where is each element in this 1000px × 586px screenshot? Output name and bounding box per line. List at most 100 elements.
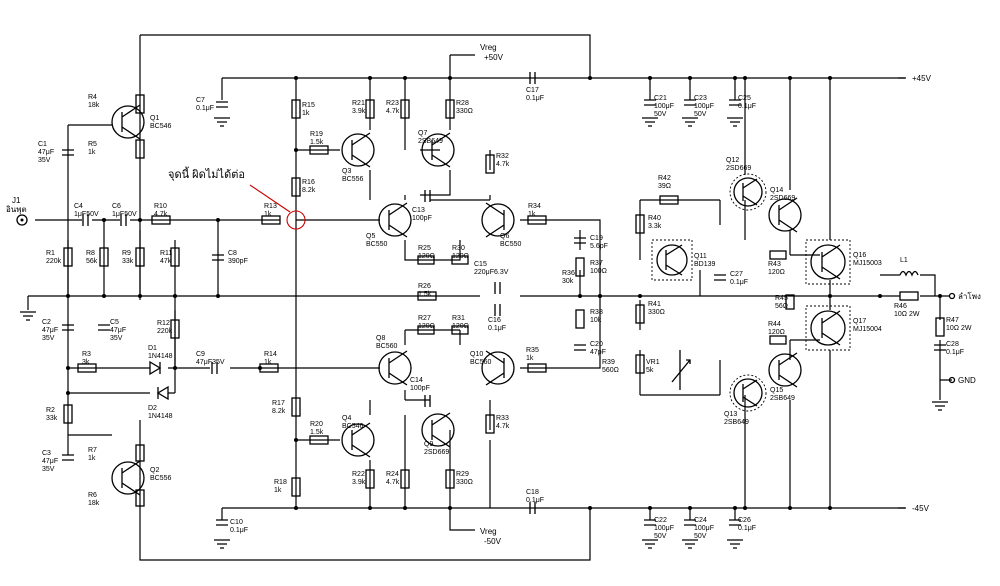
label-r12-value: 220k: [157, 328, 173, 335]
label-r10-value: 4.7k: [154, 211, 168, 218]
label-r31-ref: R31: [452, 315, 465, 322]
label-r6-ref: R6: [88, 492, 97, 499]
label-c9-value: 47μF35V: [196, 359, 225, 366]
label-vr1-value: 5k: [646, 367, 654, 374]
label-r5-value: 1k: [88, 149, 96, 156]
label-r38-value: 10k: [590, 317, 602, 324]
label-c2-value: 47μF: [42, 327, 58, 334]
label-r37-value: 100Ω: [590, 268, 607, 275]
label-q5-value: BC550: [366, 241, 388, 248]
label-r44-value: 120Ω: [768, 329, 785, 336]
label-q13-ref: Q13: [724, 411, 737, 418]
label-l1-ref: L1: [900, 257, 908, 264]
label-c26-value: 0.1μF: [738, 525, 756, 532]
label-r39-ref: R39: [602, 359, 615, 366]
label-r46-ref: R46: [894, 303, 907, 310]
label-r1-ref: R1: [46, 250, 55, 257]
label-c1-ref: C1: [38, 141, 47, 148]
label-r29-ref: R29: [456, 471, 469, 478]
resistor-symbols: [63, 94, 945, 507]
label-r8-ref: R8: [86, 250, 95, 257]
label-c19-ref: C19: [590, 235, 603, 242]
label-r42-value: 39Ω: [658, 183, 671, 190]
label-r5-ref: R5: [88, 141, 97, 148]
label-q5-ref: Q5: [366, 233, 375, 240]
label-c20-ref: C20: [590, 341, 603, 348]
label-r34-ref: R34: [528, 203, 541, 210]
label-r3-ref: R3: [82, 351, 91, 358]
label-r9-value: 33k: [122, 258, 134, 265]
label-r24-value: 4.7k: [386, 479, 400, 486]
label-r13-value: 1k: [264, 211, 272, 218]
label-q11-ref: Q11: [694, 253, 707, 260]
label-q15-value: 2SB649: [770, 395, 795, 402]
label-q8-ref: Q8: [376, 335, 385, 342]
label-c17-value: 0.1μF: [526, 95, 544, 102]
label-q1-ref: Q1: [150, 115, 159, 122]
label-r14-ref: R14: [264, 351, 277, 358]
label-q17-value: MJ15004: [853, 326, 882, 333]
label-q10-value: BC560: [470, 359, 492, 366]
label-r21-value: 3.9k: [352, 108, 366, 115]
label-r3-value: 3k: [82, 359, 90, 366]
label-r9-ref: R9: [122, 250, 131, 257]
label-c21-value: 100μF: [654, 103, 674, 110]
label-r45-value: 56Ω: [775, 303, 788, 310]
label-c24-value-2: 50V: [694, 533, 707, 540]
label-c28-value: 0.1μF: [946, 349, 964, 356]
gnd-label: GND: [958, 376, 976, 385]
label-q4-ref: Q4: [342, 415, 351, 422]
label-r18-value: 1k: [274, 487, 282, 494]
label-r34-value: 1k: [528, 211, 536, 218]
error-point-leader: [249, 184, 291, 213]
label-r27-ref: R27: [418, 315, 431, 322]
input-label-text: อินพุต: [6, 205, 27, 214]
label-d1-value: 1N4148: [148, 353, 173, 360]
label-q3-ref: Q3: [342, 168, 351, 175]
label-r35-value: 1k: [526, 355, 534, 362]
label-c17-ref: C17: [526, 87, 539, 94]
label-d2-value: 1N4148: [148, 413, 173, 420]
label-r40-value: 3.3k: [648, 223, 662, 230]
label-r17-ref: R17: [272, 400, 285, 407]
label-r40-ref: R40: [648, 215, 661, 222]
label-q3-value: BC556: [342, 176, 364, 183]
label-q13-value: 2SB649: [724, 419, 749, 426]
label-c22-ref: C22: [654, 517, 667, 524]
label-r4-value: 18k: [88, 102, 100, 109]
label-r25-value: 120Ω: [418, 253, 435, 260]
label-r36-value: 30k: [562, 278, 574, 285]
label-r15-ref: R15: [302, 102, 315, 109]
label-r8-value: 56k: [86, 258, 98, 265]
label-q11-value: BD139: [694, 261, 716, 268]
label-r26-ref: R26: [418, 283, 431, 290]
label-r23-ref: R23: [386, 100, 399, 107]
label-c24-ref: C24: [694, 517, 707, 524]
label-c2-ref: C2: [42, 319, 51, 326]
label-c27-value: 0.1μF: [730, 279, 748, 286]
label-c1-value-2: 35V: [38, 157, 51, 164]
neg-rail-label: -45V: [912, 504, 930, 513]
label-r41-ref: R41: [648, 301, 661, 308]
label-q14-ref: Q14: [770, 187, 783, 194]
label-r1-value: 220k: [46, 258, 62, 265]
label-r10-ref: R10: [154, 203, 167, 210]
label-c24-value: 100μF: [694, 525, 714, 532]
label-q7-ref: Q7: [418, 130, 427, 137]
label-r22-ref: R22: [352, 471, 365, 478]
vreg-pos-label-2: +50V: [484, 53, 504, 62]
label-r17-value: 8.2k: [272, 408, 286, 415]
vreg-neg-label-1: Vreg: [480, 527, 497, 536]
label-d1-ref: D1: [148, 345, 157, 352]
label-c14-value: 100pF: [410, 385, 430, 392]
label-r18-ref: R18: [274, 479, 287, 486]
label-r31-value: 120Ω: [452, 323, 469, 330]
label-q14-value: 2SD669: [770, 195, 795, 202]
label-q2-value: BC556: [150, 475, 172, 482]
label-c25-value: 0.1μF: [738, 103, 756, 110]
input-label-ref: J1: [12, 196, 21, 205]
label-r25-ref: R25: [418, 245, 431, 252]
label-c3-value-2: 35V: [42, 466, 55, 473]
label-c8-value: 390pF: [228, 258, 248, 265]
